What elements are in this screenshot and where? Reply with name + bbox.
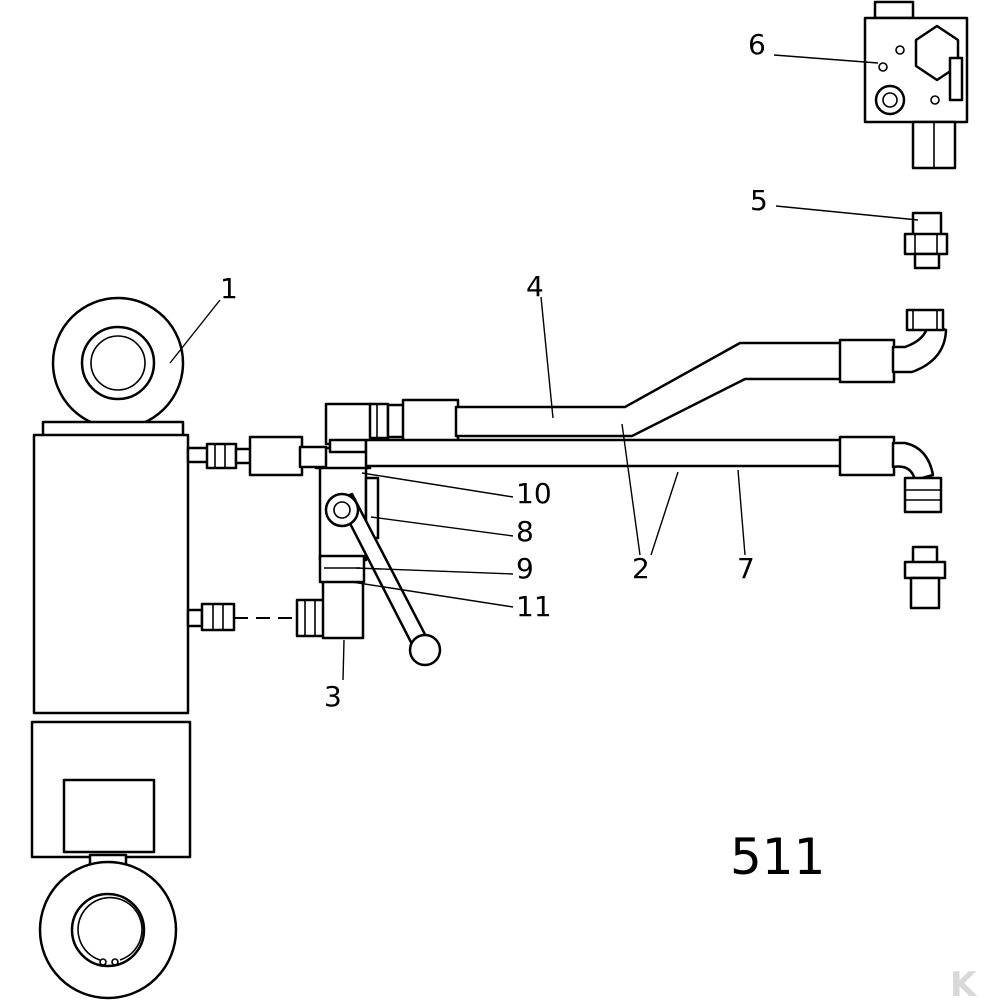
logo-mark: K [950, 965, 978, 1000]
ball-valve-assembly [234, 402, 442, 667]
callout-2: 2 [632, 552, 650, 585]
leader-lines [169, 54, 919, 681]
valve-block [863, 0, 969, 170]
callout-labels: 1 2 3 4 5 6 7 8 9 10 11 [220, 28, 768, 713]
callout-5: 5 [750, 184, 768, 217]
hose-lower [364, 435, 943, 514]
callout-4: 4 [526, 270, 544, 303]
hydraulic-cylinder [30, 296, 254, 1000]
loose-fitting [903, 545, 947, 610]
callout-8: 8 [516, 515, 534, 548]
adapter-fitting [903, 211, 949, 270]
callout-3: 3 [324, 680, 342, 713]
callout-6: 6 [748, 28, 766, 61]
callout-7: 7 [737, 552, 755, 585]
logo-text: K [950, 965, 978, 1000]
diagram-number: 511 [730, 828, 825, 886]
callout-11: 11 [516, 590, 552, 623]
hose-upper [386, 308, 948, 444]
callout-9: 9 [516, 552, 534, 585]
callout-1: 1 [220, 272, 238, 305]
callout-10: 10 [516, 477, 552, 510]
